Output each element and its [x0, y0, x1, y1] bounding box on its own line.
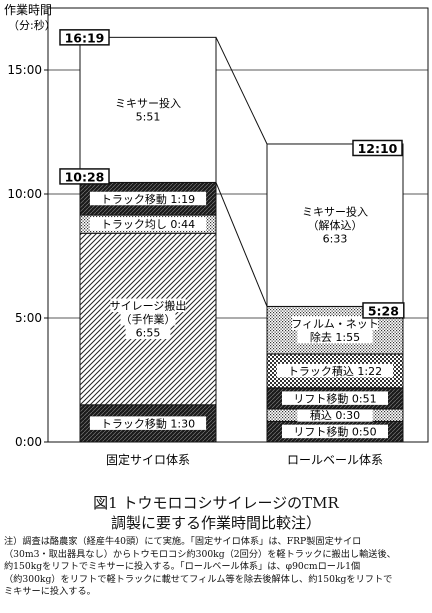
- note-line: （30m3・取出器具なし）からトウモロコシ約300kg（2回分）を軽トラックに搬…: [4, 548, 396, 560]
- figure-subtitle: 調製に要する作業時間比較注）: [110, 514, 321, 532]
- segment-label: 除去 1:55: [310, 330, 360, 344]
- segment-label: トラック積込 1:22: [288, 364, 382, 378]
- segment-label: （手作業）: [121, 312, 176, 326]
- tmr-work-time-chart: 作業時間（分:秒） 0:00 5:00 10:00 15:00 固定サイロ体系 ロールベール…: [4, 3, 429, 467]
- segment-label-bg: [125, 325, 171, 340]
- segment-label-bg: [89, 416, 207, 430]
- note-line: ミキサーに投入する。: [4, 586, 96, 598]
- connector-line: [215, 182, 268, 307]
- segment-label: サイレージ搬出: [110, 299, 187, 313]
- segment-label-bg: [89, 191, 207, 206]
- segment-label: トラック移動 1:19: [101, 192, 195, 206]
- note-line: 約150kgをリフトでミキサーに投入する。「ロールベール体系」は、φ90cmロー…: [4, 561, 361, 573]
- bar-segment: [79, 36, 217, 183]
- segment-label: トラック均し 0:44: [101, 218, 195, 231]
- total-label: 12:10: [358, 141, 398, 156]
- y-axis-unit: （分:秒）: [8, 18, 56, 32]
- note-line: （約300kg）をリフトで軽トラックに載せてフィルム等を除去後解体し、約150k…: [4, 573, 393, 585]
- y-tick-label: 15:00: [7, 63, 42, 77]
- total-label-box: [59, 29, 110, 46]
- total-label: 16:19: [65, 30, 105, 45]
- subtotal-label: 10:28: [65, 169, 105, 184]
- figure-title: 図1 トウモロコシサイレージのTMR: [93, 494, 339, 512]
- segment-label: リフト移動 0:50: [293, 425, 376, 439]
- y-axis-label: 作業時間: [4, 3, 52, 17]
- segment-label: フィルム・ネット: [291, 317, 379, 330]
- segment-label: ミキサー投入: [302, 205, 368, 219]
- category-label: 固定サイロ体系: [106, 452, 190, 467]
- segment-label: （解体込）: [308, 218, 363, 232]
- segment-label-bg: [282, 391, 388, 405]
- segment-label-bg: [292, 316, 378, 330]
- segment-label: 6:33: [323, 233, 348, 246]
- y-tick-label: 0:00: [15, 435, 42, 449]
- connector-line: [215, 37, 268, 145]
- plot-frame: [47, 7, 429, 443]
- segment-label: リフト移動 0:51: [293, 391, 376, 405]
- note-line: 注）調査は酪農家（経産牛40頭）にて実施。「固定サイロ体系」は、FRP製固定サイ…: [4, 536, 362, 547]
- segment-label-bg: [120, 312, 176, 326]
- y-tick-label: 5:00: [15, 311, 42, 325]
- segment-label-bg: [89, 217, 207, 231]
- segment-label-bg: [110, 298, 186, 313]
- segment-label: 6:55: [136, 327, 161, 340]
- subtotal-label-box: [362, 302, 405, 319]
- segment-label: 5:51: [136, 111, 161, 124]
- segment-label-bg: [276, 363, 394, 378]
- segment-label: トラック移動 1:30: [101, 416, 195, 430]
- subtotal-label-box: [59, 168, 110, 185]
- segment-label: ミキサー投入: [115, 96, 181, 110]
- segment-label-bg: [282, 424, 388, 439]
- segment-label-bg: [297, 329, 373, 344]
- bar-segment: [266, 143, 404, 307]
- y-tick-label: 10:00: [7, 187, 42, 201]
- category-label: ロールベール体系: [287, 453, 383, 467]
- segment-label-bg: [297, 408, 373, 422]
- total-label-box: [352, 139, 403, 157]
- subtotal-label: 5:28: [368, 303, 399, 318]
- segment-label: 積込 0:30: [310, 408, 360, 422]
- figure-note: 注）調査は酪農家（経産牛40頭）にて実施。「固定サイロ体系」は、FRP製固定サイ…: [4, 536, 428, 599]
